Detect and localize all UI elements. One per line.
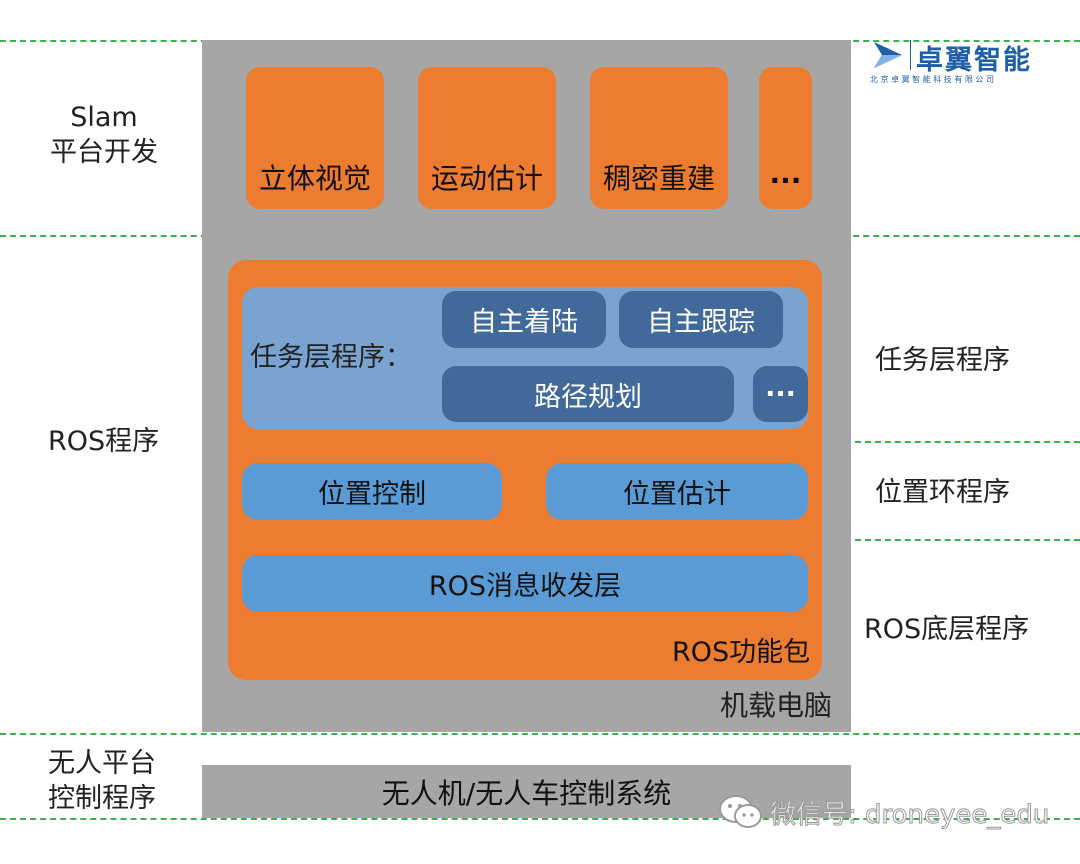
logo-divider: [910, 40, 911, 70]
logo: 卓翼智能 北 京 卓 翼 智 能 科 技 有 限 公 司: [868, 36, 1074, 88]
divider-bottom: [0, 818, 1080, 820]
task-path-planning: 路径规划: [442, 366, 734, 422]
right-label-base: ROS底层程序: [864, 614, 1030, 645]
slam-module-more: ···: [759, 67, 812, 209]
ros-package-label: ROS功能包: [672, 637, 811, 668]
divider-ros-platform: [0, 733, 1080, 735]
position-estimate: 位置估计: [546, 463, 808, 520]
slam-module-stereo-vision: 立体视觉: [246, 67, 384, 209]
layer-label-slam: Slam 平台开发: [44, 100, 164, 170]
watermark: 微信号: droneyee_edu: [718, 792, 1050, 832]
layer-label-platform-line1: 无人平台: [48, 748, 156, 779]
ros-message-layer: ROS消息收发层: [242, 555, 808, 612]
layer-label-ros: ROS程序: [48, 426, 160, 457]
position-control: 位置控制: [242, 463, 502, 520]
slam-module-dense-reconstruction: 稠密重建: [590, 67, 728, 209]
task-layer-title: 任务层程序：: [250, 342, 412, 373]
logo-subtitle: 北 京 卓 翼 智 能 科 技 有 限 公 司: [870, 75, 994, 84]
task-auto-tracking: 自主跟踪: [619, 291, 783, 348]
right-label-position: 位置环程序: [875, 477, 1010, 508]
onboard-computer-label: 机载电脑: [720, 689, 833, 722]
wechat-icon: [719, 795, 762, 828]
layer-label-platform-line2: 控制程序: [48, 783, 156, 815]
logo-name: 卓翼智能: [916, 45, 1032, 76]
task-more: ···: [753, 366, 808, 422]
right-label-task: 任务层程序: [875, 345, 1010, 376]
layer-label-slam-line1: Slam: [70, 102, 138, 133]
task-auto-landing: 自主着陆: [442, 291, 606, 348]
watermark-text: 微信号: droneyee_edu: [769, 799, 1050, 830]
slam-module-motion-estimation: 运动估计: [418, 67, 556, 209]
layer-label-slam-line2: 平台开发: [50, 137, 158, 169]
layer-label-platform: 无人平台 控制程序: [40, 746, 164, 816]
logo-icon: [874, 42, 902, 68]
